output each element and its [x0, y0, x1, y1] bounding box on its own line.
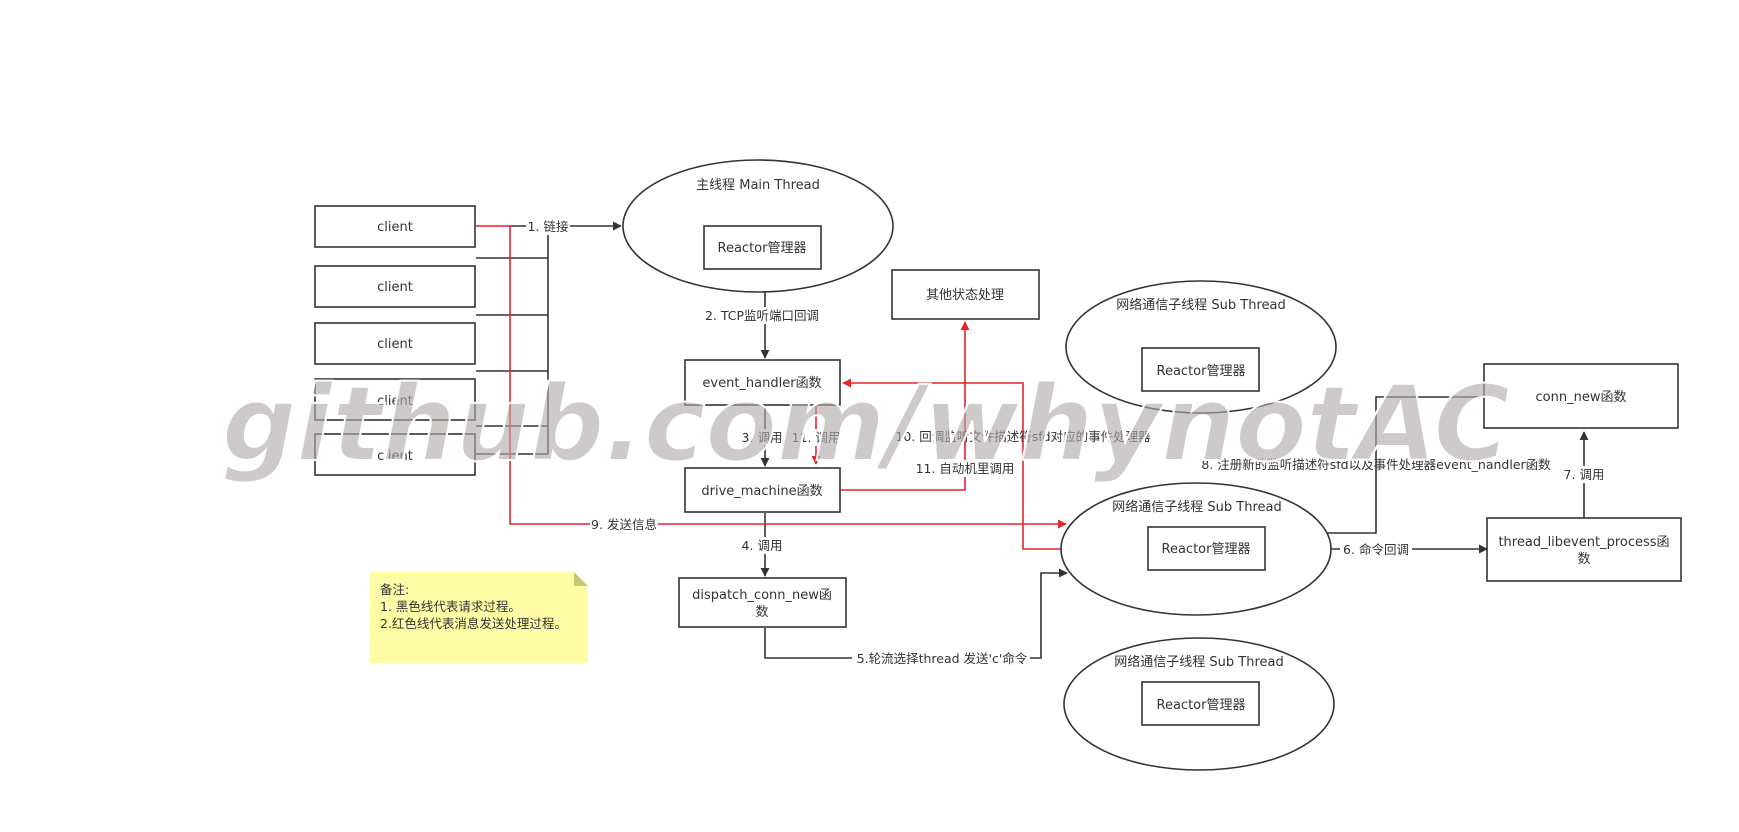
libevent-label-line1: thread_libevent_process函: [1498, 535, 1669, 550]
node-client-4: client: [314, 378, 476, 421]
edge-5-dispatch: [764, 568, 1068, 659]
other-state-label: 其他状态处理: [926, 288, 1004, 303]
edge-labels: 1. 链接 2. TCP监听端口回调 3. 调用 11. 调用 4. 调用 5.…: [526, 218, 1608, 667]
main-thread-label: 主线程 Main Thread: [696, 178, 820, 193]
note-line-1: 1. 黑色线代表请求过程。: [380, 599, 521, 614]
node-client-1: client: [314, 205, 476, 248]
note-line-2: 2.红色线代表消息发送处理过程。: [380, 616, 567, 631]
node-thread-libevent-process: thread_libevent_process函 数: [1486, 517, 1682, 582]
edge-label-3: 3. 调用: [742, 430, 783, 445]
sub-reactor-bottom-label: Reactor管理器: [1157, 698, 1246, 713]
node-sub-thread-top: 网络通信子线程 Sub Thread Reactor管理器: [1065, 280, 1337, 414]
node-main-thread: 主线程 Main Thread Reactor管理器: [622, 159, 894, 293]
sub-thread-mid-label: 网络通信子线程 Sub Thread: [1112, 499, 1281, 515]
conn-new-label: conn_new函数: [1536, 390, 1627, 405]
edge-label-4: 4. 调用: [742, 538, 783, 553]
sub-thread-top-label: 网络通信子线程 Sub Thread: [1116, 297, 1285, 313]
edge-label-5: 5.轮流选择thread 发送'c'命令: [857, 651, 1028, 666]
node-conn-new: conn_new函数: [1483, 363, 1679, 429]
note-title: 备注:: [380, 582, 409, 597]
client-4-label: client: [377, 394, 413, 409]
node-client-3: client: [314, 322, 476, 365]
edge-label-9: 9. 发送信息: [591, 517, 657, 532]
node-sub-thread-mid: 网络通信子线程 Sub Thread Reactor管理器: [1060, 482, 1332, 616]
sub-reactor-mid-label: Reactor管理器: [1162, 542, 1251, 557]
dispatch-label-line1: dispatch_conn_new函: [692, 588, 832, 603]
dispatch-label-line2: 数: [755, 605, 768, 620]
edge-label-1: 1. 链接: [528, 219, 569, 234]
edge-label-2: 2. TCP监听端口回调: [705, 308, 819, 323]
watermark-text: github.com/whynotAC: [222, 363, 1510, 485]
edge-label-7: 7. 调用: [1564, 467, 1605, 482]
node-dispatch-conn-new: dispatch_conn_new函 数: [678, 577, 847, 628]
edge-label-11-auto: 11. 自动机里调用: [916, 461, 1015, 476]
note-paper: [370, 572, 588, 663]
drive-machine-label: drive_machine函数: [701, 484, 822, 499]
client-3-label: client: [377, 337, 413, 352]
libevent-label-line2: 数: [1577, 552, 1590, 567]
node-event-handler: event_handler函数: [684, 359, 841, 406]
legend-note: 备注: 1. 黑色线代表请求过程。 2.红色线代表消息发送处理过程。: [370, 572, 588, 663]
node-sub-thread-bottom: 网络通信子线程 Sub Thread Reactor管理器: [1063, 637, 1335, 771]
edge-label-10: 10. 回调监听文件描述符sfd对应的事件处理器: [895, 429, 1151, 444]
event-handler-label: event_handler函数: [702, 376, 821, 391]
client-5-label: client: [377, 449, 413, 464]
node-client-5: client: [314, 433, 476, 476]
edge-label-8: 8. 注册新的监听描述符sfd以及事件处理器event_handler函数: [1201, 457, 1551, 472]
edge-9-send-info: [476, 225, 1067, 529]
sub-thread-bottom-label: 网络通信子线程 Sub Thread: [1114, 654, 1283, 670]
sub-reactor-top-label: Reactor管理器: [1157, 364, 1246, 379]
edge-label-11-call: 11. 调用: [792, 430, 841, 445]
main-reactor-label: Reactor管理器: [718, 241, 807, 256]
edge-label-6: 6. 命令回调: [1343, 542, 1409, 557]
edge-11-auto-call: [840, 321, 970, 491]
node-drive-machine: drive_machine函数: [684, 467, 841, 513]
client-1-label: client: [377, 220, 413, 235]
note-fold: [574, 572, 588, 586]
node-other-state: 其他状态处理: [891, 269, 1040, 320]
client-2-label: client: [377, 280, 413, 295]
node-client-2: client: [314, 265, 476, 308]
